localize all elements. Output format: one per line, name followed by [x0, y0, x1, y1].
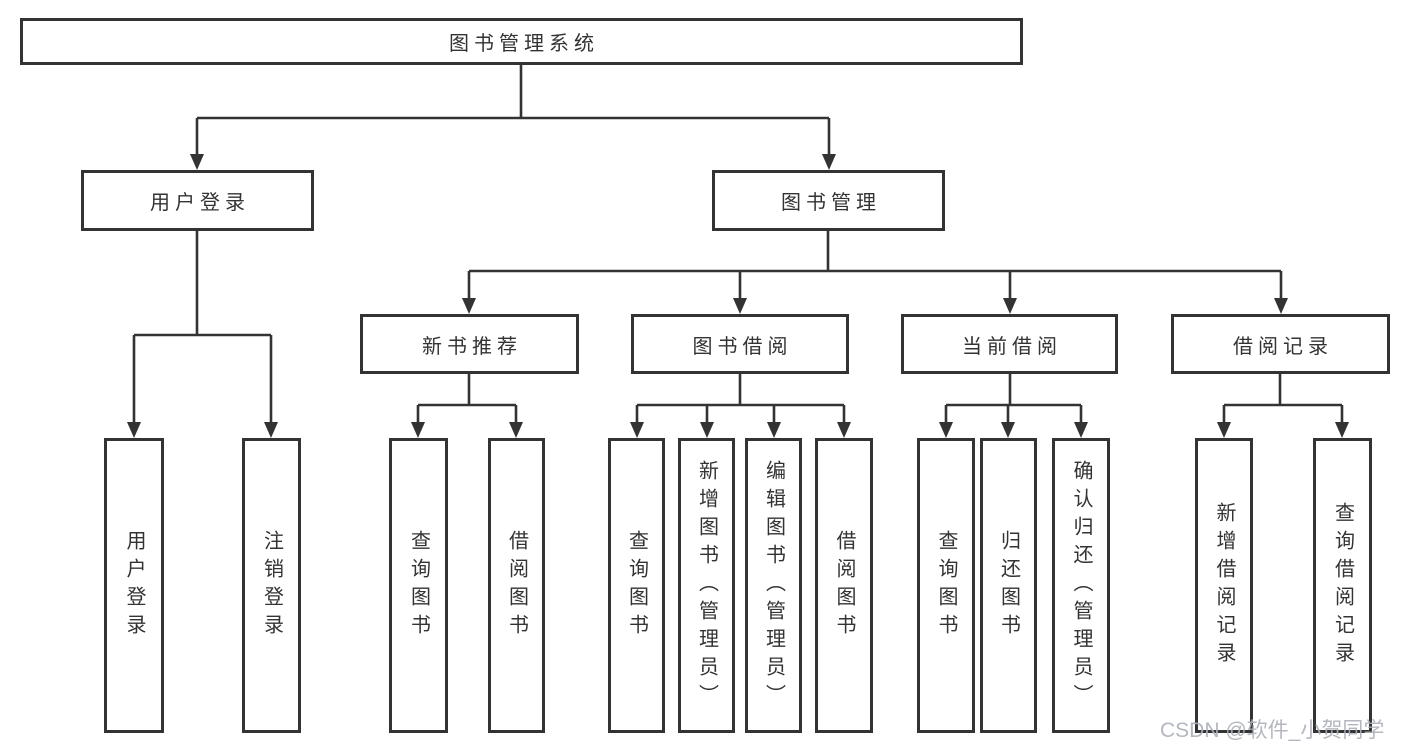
leaf-borrow-query-books-label: 查询图书: [625, 529, 648, 642]
connector-borrow-branch: [630, 374, 851, 438]
connector-mgmt-branch: [462, 230, 1288, 314]
leaf-query-borrow-record-label: 查询借阅记录: [1331, 501, 1354, 670]
leaf-borrow-query-books: 查询图书: [608, 438, 665, 733]
leaf-logout: 注销登录: [242, 438, 301, 733]
leaf-borrow-books: 借阅图书: [815, 438, 873, 733]
node-book-borrow-label: 图书借阅: [692, 335, 793, 358]
leaf-recommend-borrow-books-label: 借阅图书: [505, 529, 528, 642]
connector-user-branch: [127, 230, 278, 438]
leaf-edit-books-admin-label: 编辑图书（管理员）: [762, 459, 785, 712]
csdn-watermark: CSDN @软件_小贺同学: [1160, 719, 1385, 742]
leaf-borrow-books-label: 借阅图书: [833, 529, 855, 642]
leaf-confirm-return-admin-label: 确认归还（管理员）: [1070, 459, 1092, 712]
node-root: 图书管理系统: [20, 18, 1023, 65]
node-current-borrow-label: 当前借阅: [962, 335, 1062, 358]
node-user-login: 用户登录: [81, 170, 314, 231]
leaf-edit-books-admin: 编辑图书（管理员）: [745, 438, 802, 733]
leaf-recommend-query-books-label: 查询图书: [407, 529, 430, 642]
leaf-current-query-books-label: 查询图书: [935, 529, 957, 642]
leaf-current-query-books: 查询图书: [917, 438, 975, 733]
leaf-user-login: 用户登录: [104, 438, 164, 733]
node-book-mgmt-label: 图书管理: [781, 192, 881, 214]
connector-current-branch: [939, 374, 1088, 438]
node-borrow-records: 借阅记录: [1171, 314, 1390, 374]
node-new-book-recommend-label: 新书推荐: [422, 335, 522, 358]
node-root-label: 图书管理系统: [449, 33, 599, 55]
node-current-borrow: 当前借阅: [901, 314, 1118, 374]
leaf-add-borrow-record-label: 新增借阅记录: [1213, 501, 1235, 670]
node-book-borrow: 图书借阅: [631, 314, 849, 374]
leaf-add-borrow-record: 新增借阅记录: [1195, 438, 1253, 733]
connector-records-branch: [1217, 374, 1349, 438]
leaf-add-books-admin: 新增图书（管理员）: [678, 438, 735, 733]
leaf-recommend-borrow-books: 借阅图书: [488, 438, 545, 733]
node-user-login-label: 用户登录: [150, 192, 250, 214]
leaf-user-login-label: 用户登录: [123, 529, 145, 642]
leaf-return-books: 归还图书: [980, 438, 1037, 733]
connector-recommend-branch: [411, 374, 523, 438]
leaf-return-books-label: 归还图书: [997, 529, 1020, 642]
leaf-add-books-admin-label: 新增图书（管理员）: [695, 459, 718, 712]
leaf-recommend-query-books: 查询图书: [389, 438, 448, 733]
node-new-book-recommend: 新书推荐: [360, 314, 579, 374]
leaf-logout-label: 注销登录: [260, 529, 283, 642]
leaf-confirm-return-admin: 确认归还（管理员）: [1052, 438, 1110, 733]
node-borrow-records-label: 借阅记录: [1233, 335, 1333, 358]
node-book-mgmt: 图书管理: [712, 170, 945, 231]
connector-root-branch: [190, 65, 836, 170]
leaf-query-borrow-record: 查询借阅记录: [1313, 438, 1372, 733]
